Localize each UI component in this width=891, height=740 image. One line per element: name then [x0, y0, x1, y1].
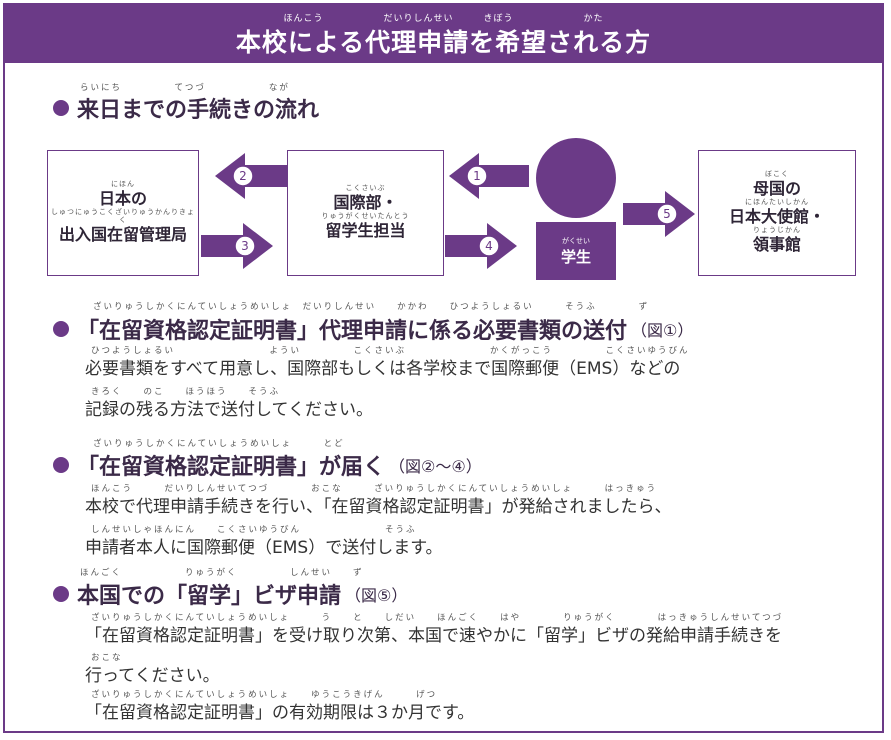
section2-title: 「在留資格認定証明書」代理申請に係る必要書類の送付	[77, 319, 628, 344]
home-line2: 日本大使館・	[728, 206, 825, 226]
section3-line1-furigana: ほんこう だいりしんせいてつづ おこな ざいりゅうしかくにんていしょうめいしょ …	[91, 484, 658, 494]
home-furigana-top: ぼこく	[765, 170, 789, 179]
step-2-label: 2	[239, 169, 247, 183]
section4-line1: 「在留資格認定証明書」を受け取り次第、本国で速やかに「留学」ビザの発給申請手続き…	[85, 626, 782, 646]
section4-furigana: ほんごく りゅうがく しんせい ず	[80, 568, 364, 578]
student-head-icon	[536, 138, 616, 218]
student-label: 学生	[560, 247, 591, 266]
bullet-icon	[53, 457, 69, 473]
step-1-label: 1	[473, 169, 481, 183]
section2-heading: 「在留資格認定証明書」代理申請に係る必要書類の送付 （図①）	[53, 313, 693, 345]
intl-line1: 国際部・	[333, 193, 398, 212]
bullet-icon	[53, 321, 69, 337]
arrow-step-5-icon: 5	[623, 191, 695, 237]
bullet-icon	[53, 586, 69, 602]
header-furigana: ほんこう だいりしんせい きぼう かた	[283, 14, 604, 24]
step-3-label: 3	[241, 239, 249, 253]
home-line3: 領事館	[752, 234, 801, 254]
header-banner: ほんこう だいりしんせい きぼう かた 本校による代理申請を希望される方	[5, 5, 882, 63]
section1-heading: 来日までの手続きの流れ	[53, 92, 319, 124]
section2-line2: 記録の残る方法で送付してください。	[85, 400, 373, 420]
section3-furigana: ざいりゅうしかくにんていしょうめいしょ とど	[93, 439, 345, 449]
section1-furigana: らいにち てつづ なが	[80, 83, 290, 93]
bullet-icon	[53, 100, 69, 116]
section2-furigana: ざいりゅうしかくにんていしょうめいしょ だいりしんせい かかわ ひつようしょるい…	[93, 302, 650, 312]
student-body: がくせい 学生	[536, 222, 616, 280]
intl-line2: 留学生担当	[325, 220, 406, 240]
section1-title: 来日までの手続きの流れ	[77, 98, 320, 123]
student-furigana: がくせい	[562, 236, 590, 245]
arrow-step-2-icon: 2	[215, 153, 287, 199]
immigration-line1: 日本の	[98, 189, 147, 209]
home-furigana-bottom: りょうじかん	[753, 225, 801, 234]
section4-line3-furigana: ざいりゅうしかくにんていしょうめいしょ ゆうこうきげん げつ	[91, 690, 438, 700]
intl-furigana-mid: りゅうがくせいたんとう	[321, 212, 410, 220]
international-dept-box: こくさいぶ 国際部・ りゅうがくせいたんとう 留学生担当	[287, 150, 444, 276]
section4-line3: 「在留資格認定証明書」の有効期限は３か月です。	[85, 703, 475, 723]
section4-line1-furigana: ざいりゅうしかくにんていしょうめいしょ う と しだい ほんごく はや りゅうが…	[91, 613, 784, 623]
section4-line2-furigana: おこな	[91, 653, 123, 663]
home-furigana-mid: にほんたいしかん	[745, 198, 809, 207]
immigration-furigana-mid: しゅつにゅうこくざいりゅうかんりきょく	[51, 208, 195, 224]
section3-heading: 「在留資格認定証明書」が届く （図②～④）	[53, 449, 482, 481]
immigration-bureau-box: にほん 日本の しゅつにゅうこくざいりゅうかんりきょく 出入国在留管理局	[47, 150, 199, 276]
info-panel: ほんこう だいりしんせい きぼう かた 本校による代理申請を希望される方 らいに…	[3, 3, 884, 733]
section2-figure-ref: （図①）	[631, 321, 694, 340]
section4-title: 本国での「留学」ビザ申請	[77, 584, 342, 609]
home-embassy-box: ぼこく 母国の にほんたいしかん 日本大使館・ りょうじかん 領事館	[698, 150, 856, 276]
arrow-step-4-icon: 4	[445, 223, 517, 269]
section3-line1: 本校で代理申請手続きを行い、「在留資格認定証明書」が発給されましたら、	[85, 497, 672, 517]
home-line1: 母国の	[752, 179, 801, 199]
section4-heading: 本国での「留学」ビザ申請 （図⑤）	[53, 578, 407, 610]
intl-furigana-top: こくさいぶ	[345, 184, 386, 193]
section3-title: 「在留資格認定証明書」が届く	[77, 455, 386, 480]
step-4-label: 4	[485, 239, 493, 253]
arrow-step-1-icon: 1	[449, 153, 529, 199]
section2-line2-furigana: きろく のこ ほうほう そうふ	[91, 387, 281, 397]
section3-line2-furigana: しんせいしゃほんにん こくさいゆうびん そうふ	[91, 525, 417, 535]
immigration-line2: 出入国在留管理局	[58, 224, 187, 244]
section2-line1-furigana: ひつようしょるい ようい こくさいぶ かくがっこう こくさいゆうびん	[91, 346, 690, 356]
immigration-furigana-top: にほん	[111, 180, 135, 189]
student-figure: がくせい 学生	[536, 138, 616, 280]
section4-line2: 行ってください。	[85, 666, 220, 686]
arrow-step-3-icon: 3	[201, 223, 273, 269]
section2-line1: 必要書類をすべて用意し、国際部もしくは各学校まで国際郵便（EMS）などの	[85, 359, 681, 379]
section3-figure-ref: （図②～④）	[389, 457, 482, 476]
page-title: 本校による代理申請を希望される方	[235, 28, 652, 57]
section3-line2: 申請者本人に国際郵便（EMS）で送付します。	[85, 538, 443, 558]
step-5-label: 5	[663, 207, 671, 221]
section4-figure-ref: （図⑤）	[345, 586, 408, 605]
